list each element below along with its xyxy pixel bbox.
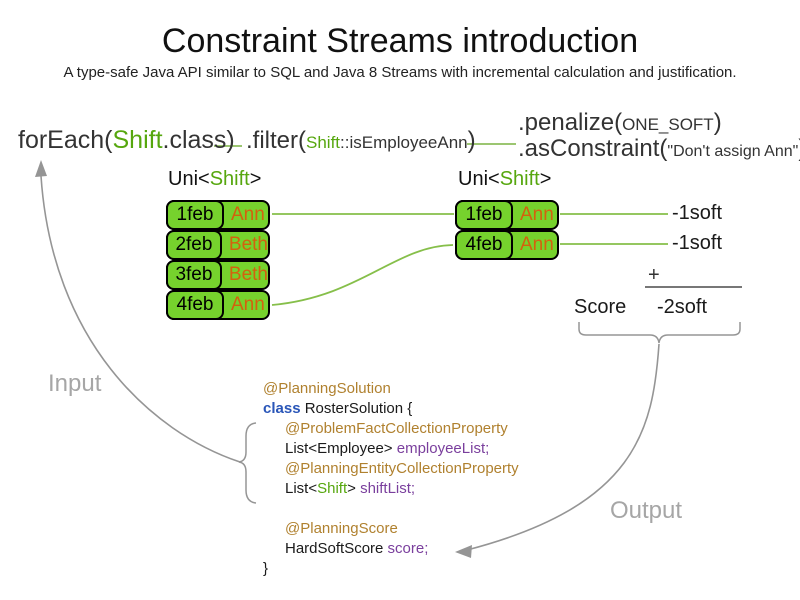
filter-pre: .filter( [246, 127, 306, 154]
shift-date: 2feb [166, 230, 222, 260]
code-line-blank [263, 500, 519, 520]
arrow-up-icon [35, 160, 47, 177]
right-stream-table: 1feb Ann 4feb Ann [455, 200, 559, 260]
code-line-class-decl: class RosterSolution { [263, 400, 413, 417]
foreach-type: Shift [112, 126, 163, 154]
left-stream-type-label: Uni<Shift> [168, 168, 262, 190]
plus-sign: + [648, 264, 660, 286]
code-line-annotation: @PlanningEntityCollectionProperty [285, 460, 519, 477]
shift-date: 3feb [166, 260, 222, 290]
penalize-pre: .penalize( [518, 109, 623, 136]
right-stream-type-label: Uni<Shift> [458, 168, 552, 190]
shift-employee: Beth [228, 234, 268, 256]
filter-call: .filter(Shift::isEmployeeAnn) [246, 129, 476, 153]
table-row: 2feb Beth [166, 230, 270, 260]
shift-date: 4feb [166, 290, 224, 320]
asconstraint-post: ) [798, 135, 800, 162]
shift-date: 1feb [455, 200, 513, 230]
left-stream-table: 1feb Ann 2feb Beth 3feb Beth 4feb Ann [166, 200, 270, 320]
foreach-call: forEach(Shift.class) [18, 128, 235, 153]
code-line-annotation: @PlanningSolution [263, 380, 391, 397]
output-label: Output [610, 497, 683, 524]
code-line-field: HardSoftScore score; [285, 540, 429, 557]
code-line-field: List<Employee> employeeList; [285, 440, 490, 457]
shift-employee: Beth [228, 264, 268, 286]
filter-arg-type: Shift [306, 133, 341, 152]
asconstraint-call: .asConstraint("Don't assign Ann") [518, 137, 800, 161]
code-line-annotation: @PlanningScore [285, 520, 398, 537]
filter-arg-rest: ::isEmployeeAnn [340, 133, 468, 152]
code-line-closing-brace: } [263, 560, 269, 577]
foreach-pre: forEach( [18, 126, 113, 154]
fields-brace-icon [238, 422, 257, 504]
asconstraint-arg: "Don't assign Ann" [667, 143, 799, 160]
table-row: 3feb Beth [166, 260, 270, 290]
penalize-arg: ONE_SOFT [622, 115, 714, 134]
row-4feb-connector [271, 244, 454, 306]
table-row: 4feb Ann [455, 230, 559, 260]
score-total: -2soft [657, 296, 708, 318]
filter-post: ) [467, 127, 476, 154]
penalty-value: -1soft [672, 202, 723, 224]
shift-employee: Ann [231, 204, 265, 226]
shift-date: 1feb [166, 200, 224, 230]
penalty-value: -1soft [672, 232, 723, 254]
shift-employee: Ann [231, 294, 265, 316]
solution-code-block: @PlanningSolution class RosterSolution {… [263, 380, 519, 580]
table-row: 4feb Ann [166, 290, 270, 320]
score-underbrace-icon [578, 322, 741, 344]
shift-employee: Ann [520, 204, 554, 226]
code-line-annotation: @ProblemFactCollectionProperty [285, 420, 508, 437]
asconstraint-pre: .asConstraint( [518, 135, 668, 162]
code-line-field: List<Shift> shiftList; [285, 480, 416, 497]
table-row: 1feb Ann [166, 200, 270, 230]
input-label: Input [48, 370, 102, 397]
score-label: Score [574, 296, 627, 318]
penalize-call: .penalize(ONE_SOFT) [518, 111, 722, 135]
page-title: Constraint Streams introduction [161, 22, 639, 60]
output-flow-curve [466, 343, 660, 551]
page-subtitle: A type-safe Java API similar to SQL and … [63, 64, 737, 81]
arrow-left-icon [455, 545, 472, 558]
penalize-post: ) [713, 109, 722, 136]
input-flow-curve [40, 175, 241, 463]
table-row: 1feb Ann [455, 200, 559, 230]
shift-employee: Ann [520, 234, 554, 256]
foreach-post: .class) [162, 126, 235, 154]
shift-date: 4feb [455, 230, 513, 260]
